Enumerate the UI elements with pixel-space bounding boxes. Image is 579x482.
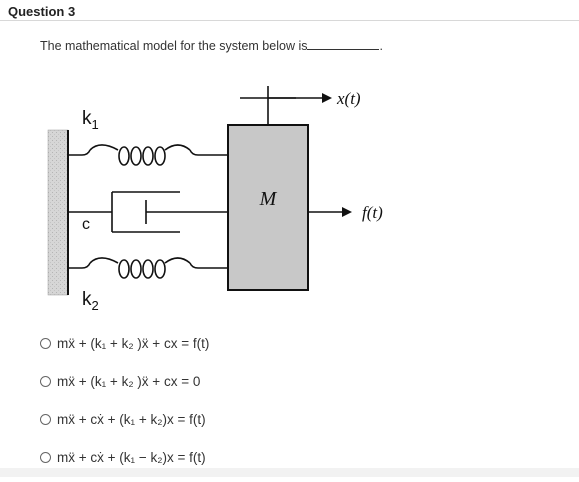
option-4-radio[interactable] — [40, 451, 51, 463]
option-4-text: mẍ + cẋ + (k₁ − k₂)x = f(t) — [57, 449, 206, 465]
option-1[interactable]: mẍ + (k₁ + k₂ )ẍ + cx = f(t) — [40, 330, 209, 356]
option-1-radio[interactable] — [40, 337, 51, 349]
mass-label: M — [259, 188, 278, 210]
fixed-wall — [47, 129, 69, 296]
answer-options: mẍ + (k₁ + k₂ )ẍ + cx = f(t) mẍ + (k₁ + … — [40, 330, 209, 482]
option-3-radio[interactable] — [40, 413, 51, 425]
question-prompt: The mathematical model for the system be… — [40, 38, 383, 53]
option-2-text: mẍ + (k₁ + k₂ )ẍ + cx = 0 — [57, 373, 201, 389]
displacement-arrow — [240, 86, 332, 125]
f-label: f(t) — [362, 203, 383, 222]
footer-band — [0, 468, 579, 477]
x-label: x(t) — [336, 89, 361, 108]
title-divider — [0, 20, 579, 21]
option-4[interactable]: mẍ + cẋ + (k₁ − k₂)x = f(t) — [40, 444, 209, 470]
mass-block — [227, 124, 309, 291]
question-title: Question 3 — [8, 4, 76, 19]
prompt-text: The mathematical model for the system be… — [40, 39, 308, 53]
spring-k1 — [68, 144, 228, 166]
k1-label: k1 — [82, 108, 99, 132]
option-1-text: mẍ + (k₁ + k₂ )ẍ + cx = f(t) — [57, 335, 210, 351]
spring-k2 — [68, 257, 228, 279]
option-3-text: mẍ + cẋ + (k₁ + k₂)x = f(t) — [57, 411, 206, 427]
damper-c — [68, 191, 228, 233]
option-2[interactable]: mẍ + (k₁ + k₂ )ẍ + cx = 0 — [40, 368, 209, 394]
c-label: c — [82, 216, 90, 233]
force-arrow — [308, 207, 352, 217]
option-3[interactable]: mẍ + cẋ + (k₁ + k₂)x = f(t) — [40, 406, 209, 432]
k2-label: k2 — [82, 289, 99, 313]
answer-blank — [307, 38, 380, 50]
option-2-radio[interactable] — [40, 375, 51, 387]
prompt-period: . — [379, 39, 383, 53]
